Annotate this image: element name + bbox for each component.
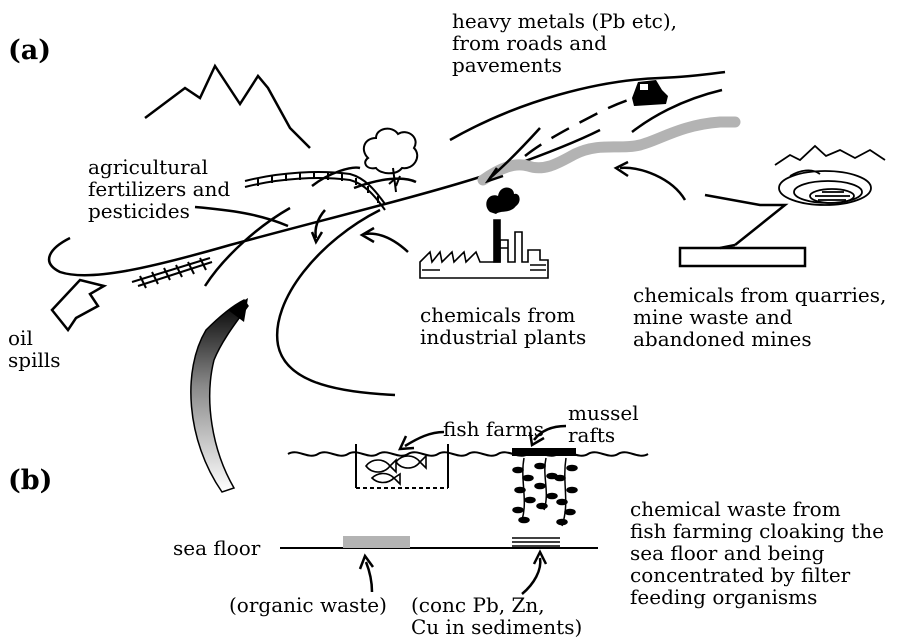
mussel-ropes [512, 457, 578, 527]
fish-farms-label: fish farms [443, 417, 544, 441]
organic-waste-deposit [343, 536, 410, 548]
coastline [47, 175, 481, 277]
sediments-label: (conc Pb, Zn, Cu in sediments) [411, 593, 583, 639]
factory-icon [419, 219, 549, 279]
mountain-outline [144, 63, 311, 149]
road [449, 70, 726, 157]
smoke-icon [486, 187, 520, 214]
sediment-lines [512, 537, 560, 547]
water-surface [287, 451, 649, 457]
oil-spills-label: oil spills [8, 326, 61, 372]
river [477, 116, 741, 186]
oil-spill-arrow [50, 278, 108, 333]
fence-icon [244, 171, 386, 211]
agricultural-label: agricultural fertilizers and pesticides [88, 155, 231, 223]
mine-waste-icon [678, 193, 807, 268]
sea-floor-label: sea floor [173, 536, 261, 560]
fish-icon [364, 454, 427, 486]
mussel-raft [512, 448, 576, 456]
panel-a-label: (a) [8, 35, 52, 66]
organic-waste-label: (organic waste) [229, 593, 387, 617]
mussel-rafts-label: mussel rafts [568, 401, 639, 447]
panel-b-label: (b) [8, 465, 53, 496]
heavy-metals-label: heavy metals (Pb etc), from roads and pa… [452, 9, 678, 77]
chemical-waste-label: chemical waste from fish farming cloakin… [630, 497, 885, 609]
gradient-arrow [190, 299, 249, 493]
industrial-label: chemicals from industrial plants [420, 303, 587, 349]
quarries-label: chemicals from quarries, mine waste and … [633, 283, 887, 351]
quarry-icon [774, 144, 886, 206]
fish-farm-cage [355, 444, 449, 489]
car-icon [632, 80, 668, 106]
oil-slick [131, 257, 213, 289]
